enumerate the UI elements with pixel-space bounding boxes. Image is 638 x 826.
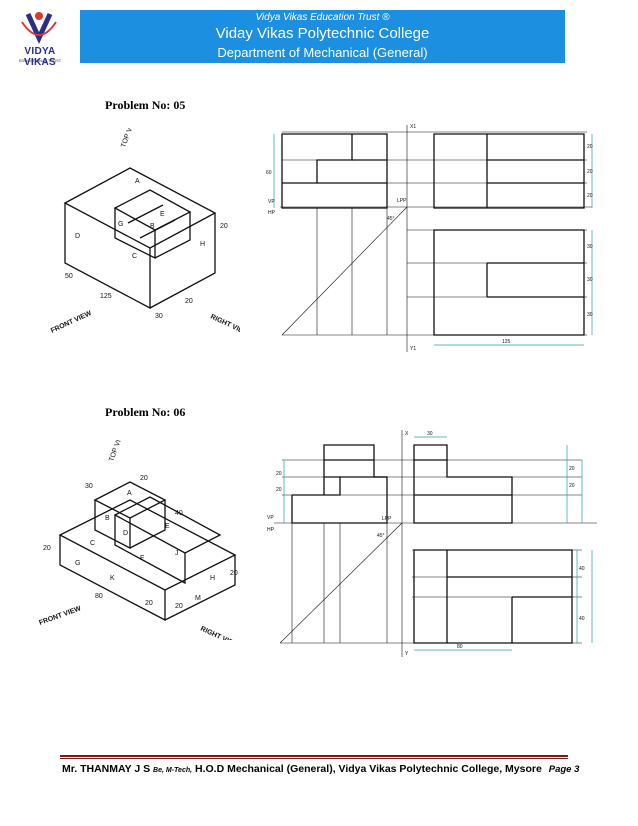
problem-05-orthographic: X1 Y1 VP HP LPP 45° 20 20 20 30 30 30 12… <box>266 124 593 352</box>
iso6-dim-20a: 20 <box>140 475 148 482</box>
ortho6-angle: 45° <box>377 533 385 539</box>
iso5-face-b: B <box>150 223 155 230</box>
iso6-right-view-label: RIGHT VIEW <box>199 625 240 640</box>
ortho5-dim-20a: 20 <box>587 144 593 150</box>
footer-role: H.O.D Mechanical (General), Vidya Vikas … <box>194 763 542 775</box>
iso6-face-k: K <box>110 575 115 582</box>
iso6-dim-20d: 20 <box>175 603 183 610</box>
iso6-dim-80: 80 <box>95 593 103 600</box>
ortho5-dim-60: 60 <box>266 170 272 176</box>
logo-sub: EDUCATIONAL TRUST <box>18 58 62 63</box>
ortho5-dim-30b: 30 <box>587 277 593 283</box>
page-footer: Mr. THANMAY J S Be, M-Tech, H.O.D Mechan… <box>62 763 579 775</box>
iso5-right-view-label: RIGHT VIEW <box>209 313 240 337</box>
trust-name: Vidya Vikas Education Trust ® <box>255 12 390 23</box>
ortho6-hp: HP <box>267 527 275 533</box>
iso5-dim-30: 30 <box>155 313 163 320</box>
iso6-face-h: H <box>210 575 215 582</box>
ortho5-dim-30c: 30 <box>587 312 593 318</box>
iso5-face-d: D <box>75 233 80 240</box>
iso6-face-m: M <box>195 595 201 602</box>
college-logo <box>21 12 57 45</box>
iso5-face-c: C <box>132 253 137 260</box>
iso6-dim-20e: 20 <box>230 570 238 577</box>
iso6-dim-40: 40 <box>175 510 183 517</box>
ortho6-dim-20d: 20 <box>569 483 575 489</box>
problem-05-title: Problem No: 05 <box>105 98 186 112</box>
iso6-face-c: C <box>90 540 95 547</box>
ortho5-x1: X1 <box>410 124 416 130</box>
iso5-dim-125: 125 <box>100 293 112 300</box>
ortho6-dim-20b: 20 <box>276 487 282 493</box>
problem-05-isometric: TOP VIEW FRONT VIEW RIGHT VIEW 125 50 30… <box>50 128 240 338</box>
ortho5-vp: VP <box>268 199 275 205</box>
ortho5-dim-125: 125 <box>502 339 511 345</box>
iso6-face-e: E <box>165 523 170 530</box>
department-name: Department of Mechanical (General) <box>217 45 428 60</box>
logo-name: VIDYA VIKAS <box>23 46 57 68</box>
iso5-front-view-label: FRONT VIEW <box>50 310 93 335</box>
ortho6-vp: VP <box>267 515 274 521</box>
ortho5-angle: 45° <box>387 216 395 222</box>
footer-quals: Be, M-Tech, <box>153 767 193 774</box>
footer-author: Mr. THANMAY J S <box>62 763 151 775</box>
ortho6-dim-20a: 20 <box>276 471 282 477</box>
ortho6-y: Y <box>405 651 409 657</box>
iso6-face-f: F <box>140 555 144 562</box>
iso5-dim-50: 50 <box>65 273 73 280</box>
iso5-face-a: A <box>135 178 140 185</box>
ortho5-y1: Y1 <box>410 346 416 352</box>
iso5-face-h: H <box>200 241 205 248</box>
iso5-top-view-label: TOP VIEW <box>120 128 138 149</box>
iso6-face-d: D <box>123 530 128 537</box>
iso6-dim-20c: 20 <box>145 600 153 607</box>
ortho5-dim-20c: 20 <box>587 193 593 199</box>
iso6-face-j: J <box>175 550 179 557</box>
problem-06-isometric: TOP VIEW FRONT VIEW RIGHT VIEW 30 20 40 … <box>38 440 240 640</box>
ortho5-dim-20b: 20 <box>587 169 593 175</box>
iso6-face-g: G <box>75 560 80 567</box>
iso6-top-view-label: TOP VIEW <box>108 440 126 463</box>
ortho6-dim-40b: 40 <box>579 616 585 622</box>
ortho6-dim-30: 30 <box>427 431 433 437</box>
ortho5-hp: HP <box>268 210 276 216</box>
footer-rule-thin <box>60 758 568 759</box>
header-banner: Vidya Vikas Education Trust ® Viday Vika… <box>80 10 565 63</box>
iso5-face-e: E <box>160 211 165 218</box>
iso6-front-view-label: FRONT VIEW <box>38 605 82 627</box>
problem-06-title: Problem No: 06 <box>105 405 186 419</box>
iso6-face-b: B <box>105 515 110 522</box>
iso5-dim-20a: 20 <box>220 223 228 230</box>
footer-rule-thick <box>60 755 568 757</box>
iso6-dim-20b: 20 <box>43 545 51 552</box>
problem-06-orthographic: X Y VP HP LPP 45° 20 20 20 20 30 40 40 8… <box>267 430 597 657</box>
ortho5-dim-30a: 30 <box>587 244 593 250</box>
footer-page-number: Page 3 <box>548 764 580 775</box>
ortho6-dim-80: 80 <box>457 644 463 650</box>
iso5-face-g: G <box>118 221 123 228</box>
ortho6-dim-20c: 20 <box>569 466 575 472</box>
iso6-dim-30: 30 <box>85 483 93 490</box>
ortho6-lpp: LPP <box>382 516 392 522</box>
college-name: Viday Vikas Polytechnic College <box>215 25 430 42</box>
ortho5-lpp: LPP <box>397 198 407 204</box>
iso6-face-a: A <box>127 490 132 497</box>
ortho6-x: X <box>405 431 409 437</box>
iso5-dim-20b: 20 <box>185 298 193 305</box>
ortho6-dim-40a: 40 <box>579 566 585 572</box>
